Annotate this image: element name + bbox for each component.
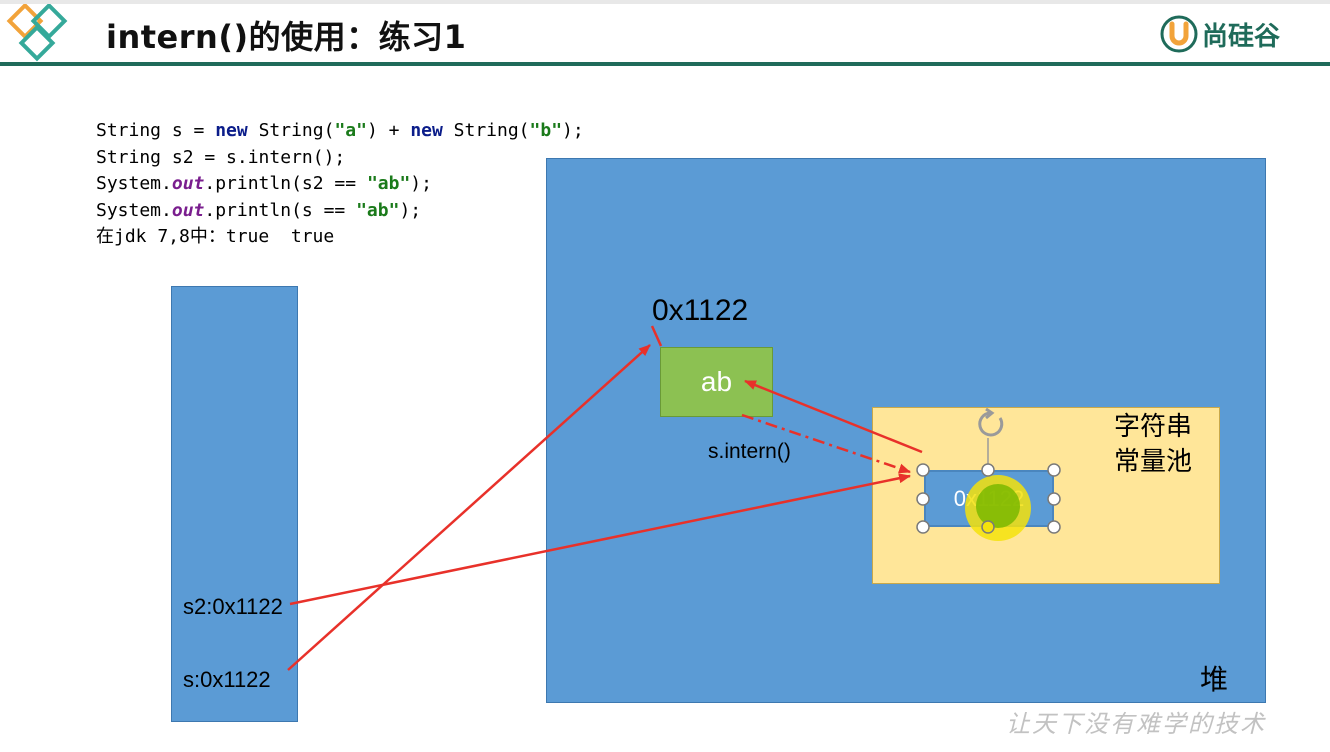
code-token: "ab" — [366, 173, 411, 194]
brand-name: 尚硅谷 — [1202, 21, 1281, 52]
heap-string-object: ab — [660, 347, 773, 417]
stack-var-s2: s2:0x1122 — [183, 594, 283, 619]
pool-label-line2: 常量池 — [1114, 447, 1193, 477]
code-token: ); — [410, 173, 432, 194]
code-line: System.out.println(s2 == "ab"); — [96, 171, 584, 198]
code-token: ) + — [366, 120, 411, 141]
title-divider — [0, 62, 1330, 66]
pool-entry[interactable]: 0x1122 — [924, 470, 1054, 527]
code-line: System.out.println(s == "ab"); — [96, 198, 584, 225]
code-line: 在jdk 7,8中：true true — [96, 224, 584, 251]
code-token: "ab" — [356, 199, 400, 221]
brand-logo: 尚硅谷 — [1160, 14, 1280, 54]
slide-logo-icon — [6, 4, 68, 62]
heap-label: 堆 — [1200, 663, 1229, 696]
brand-u-icon — [1160, 15, 1198, 53]
code-token: System. — [96, 173, 172, 194]
code-token: String s = — [96, 120, 216, 141]
pool-label-line1: 字符串 — [1114, 412, 1193, 442]
code-token: String( — [247, 120, 335, 141]
code-token: System. — [96, 199, 172, 221]
stack-region — [171, 286, 298, 722]
code-token: ); — [562, 120, 584, 141]
code-token: new — [215, 120, 248, 141]
code-token: String s2 = s.intern(); — [96, 146, 346, 168]
code-line: String s2 = s.intern(); — [96, 145, 584, 172]
slide-title: intern()的使用：练习1 — [106, 18, 467, 56]
code-token: ); — [399, 199, 422, 221]
code-token: out — [171, 199, 205, 221]
code-token: out — [171, 173, 205, 194]
pool-entry-address: 0x1122 — [953, 485, 1025, 511]
code-token: .println(s2 == — [204, 173, 367, 194]
top-border — [0, 0, 1330, 4]
code-line: String s = new String("a") + new String(… — [96, 118, 584, 145]
code-token: 在jdk 7,8中：true true — [96, 226, 335, 247]
pool-label: 字符串 常量池 — [1114, 410, 1192, 480]
object-address-label: 0x1122 — [652, 294, 749, 327]
intern-call-label: s.intern() — [708, 440, 791, 463]
watermark: 让天下没有难学的技术 — [1006, 710, 1266, 738]
code-token: new — [410, 120, 443, 141]
code-token: String( — [442, 120, 530, 141]
code-token: "b" — [529, 120, 563, 141]
object-value: ab — [700, 366, 733, 397]
code-token: "a" — [334, 120, 367, 141]
code-token: .println(s == — [204, 199, 357, 221]
code-snippet: String s = new String("a") + new String(… — [96, 118, 584, 251]
stack-var-s: s:0x1122 — [183, 667, 271, 692]
